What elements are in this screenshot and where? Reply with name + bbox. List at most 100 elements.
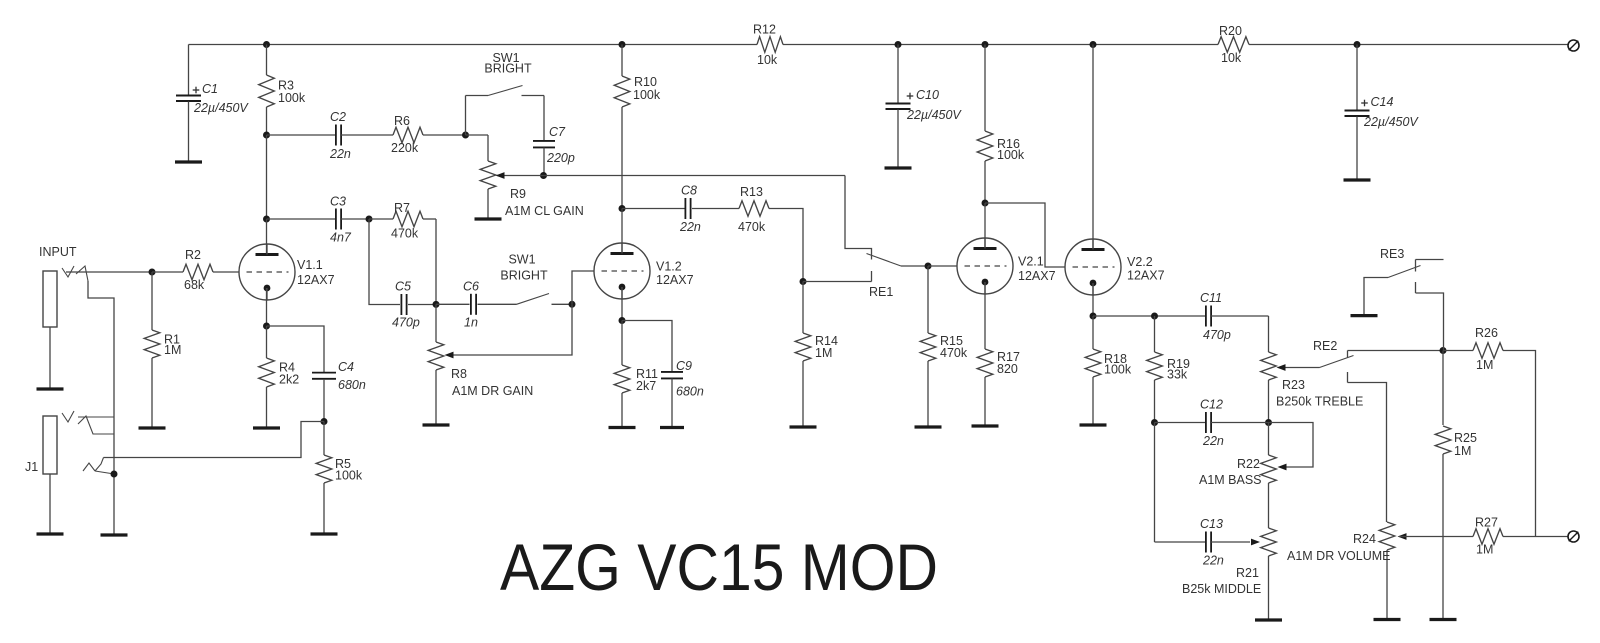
svg-text:12AX7: 12AX7	[1127, 269, 1165, 283]
svg-text:R25: R25	[1454, 431, 1477, 445]
svg-text:R22: R22	[1237, 457, 1260, 471]
svg-text:10k: 10k	[757, 53, 778, 67]
svg-text:33k: 33k	[1167, 368, 1188, 382]
svg-text:AZG VC15 MOD: AZG VC15 MOD	[500, 530, 938, 604]
svg-text:470k: 470k	[940, 346, 968, 360]
svg-text:R19: R19	[1167, 357, 1190, 371]
svg-text:68k: 68k	[184, 278, 205, 292]
svg-text:C9: C9	[676, 359, 692, 373]
svg-text:100k: 100k	[1104, 363, 1132, 377]
svg-text:680n: 680n	[676, 385, 704, 399]
svg-text:C2: C2	[330, 110, 346, 124]
svg-text:470k: 470k	[391, 227, 419, 241]
svg-text:680n: 680n	[338, 378, 366, 392]
svg-text:12AX7: 12AX7	[297, 273, 335, 287]
svg-text:C3: C3	[330, 195, 346, 209]
svg-text:R2: R2	[185, 248, 201, 262]
svg-text:C7: C7	[549, 125, 566, 139]
svg-text:C6: C6	[463, 280, 479, 294]
svg-text:R5: R5	[335, 457, 351, 471]
svg-text:R4: R4	[279, 361, 295, 375]
svg-text:22µ/450V: 22µ/450V	[906, 108, 962, 122]
svg-text:RE1: RE1	[869, 285, 893, 299]
svg-text:220k: 220k	[391, 141, 419, 155]
svg-text:1M: 1M	[164, 343, 181, 357]
svg-text:V2.1: V2.1	[1018, 255, 1044, 269]
svg-text:470p: 470p	[1203, 328, 1231, 342]
svg-text:220p: 220p	[546, 151, 575, 165]
svg-text:C12: C12	[1200, 398, 1223, 412]
svg-text:B250k TREBLE: B250k TREBLE	[1276, 395, 1363, 409]
svg-text:BRIGHT: BRIGHT	[500, 269, 548, 283]
svg-text:12AX7: 12AX7	[1018, 269, 1056, 283]
svg-text:22n: 22n	[329, 147, 351, 161]
svg-text:100k: 100k	[633, 88, 661, 102]
svg-text:V1.1: V1.1	[297, 258, 323, 272]
svg-text:1M: 1M	[815, 346, 832, 360]
svg-text:R9: R9	[510, 187, 526, 201]
svg-text:R15: R15	[940, 334, 963, 348]
svg-text:R6: R6	[394, 114, 410, 128]
svg-text:C10: C10	[916, 88, 939, 102]
svg-text:1M: 1M	[1476, 358, 1493, 372]
svg-text:C11: C11	[1200, 291, 1222, 305]
svg-text:B25k MIDDLE: B25k MIDDLE	[1182, 582, 1261, 596]
svg-text:INPUT: INPUT	[39, 245, 77, 259]
svg-text:SW1: SW1	[508, 253, 535, 267]
svg-text:R17: R17	[997, 350, 1020, 364]
svg-text:R21: R21	[1236, 566, 1259, 580]
svg-text:22µ/450V: 22µ/450V	[193, 101, 249, 115]
svg-text:A1M BASS: A1M BASS	[1199, 473, 1262, 487]
svg-text:470p: 470p	[392, 316, 420, 330]
svg-text:2k7: 2k7	[636, 379, 656, 393]
svg-text:R12: R12	[753, 23, 776, 37]
svg-text:V1.2: V1.2	[656, 260, 682, 274]
svg-text:R14: R14	[815, 334, 838, 348]
svg-text:100k: 100k	[278, 91, 306, 105]
svg-text:V2.2: V2.2	[1127, 255, 1153, 269]
svg-text:100k: 100k	[997, 148, 1025, 162]
svg-text:R27: R27	[1475, 516, 1498, 530]
svg-text:4n7: 4n7	[330, 231, 352, 245]
svg-text:C5: C5	[395, 280, 411, 294]
svg-text:BRIGHT: BRIGHT	[484, 62, 532, 76]
svg-text:J1: J1	[25, 460, 38, 474]
svg-text:22µ/450V: 22µ/450V	[1363, 115, 1419, 129]
svg-text:R10: R10	[634, 75, 657, 89]
svg-text:C14: C14	[1371, 95, 1394, 109]
svg-text:R26: R26	[1475, 326, 1498, 340]
svg-text:10k: 10k	[1221, 51, 1242, 65]
svg-text:R18: R18	[1104, 352, 1127, 366]
svg-text:R3: R3	[278, 79, 294, 93]
svg-text:22n: 22n	[1202, 554, 1224, 568]
svg-text:R8: R8	[451, 367, 467, 381]
svg-text:RE2: RE2	[1313, 339, 1337, 353]
svg-text:R23: R23	[1282, 378, 1305, 392]
svg-text:RE3: RE3	[1380, 247, 1404, 261]
svg-text:C8: C8	[681, 184, 697, 198]
svg-text:C13: C13	[1200, 517, 1223, 531]
svg-text:470k: 470k	[738, 220, 766, 234]
svg-text:R20: R20	[1219, 24, 1242, 38]
svg-text:R7: R7	[394, 201, 410, 215]
svg-text:820: 820	[997, 362, 1018, 376]
svg-text:C4: C4	[338, 360, 354, 374]
svg-text:100k: 100k	[335, 469, 363, 483]
svg-text:C1: C1	[202, 82, 218, 96]
svg-text:R24: R24	[1353, 532, 1376, 546]
svg-text:1M: 1M	[1454, 444, 1471, 458]
svg-text:R1: R1	[164, 333, 180, 347]
svg-text:A1M CL GAIN: A1M CL GAIN	[505, 204, 584, 218]
svg-text:A1M DR VOLUME: A1M DR VOLUME	[1287, 549, 1391, 563]
svg-text:R13: R13	[740, 185, 763, 199]
svg-text:2k2: 2k2	[279, 373, 299, 387]
svg-text:22n: 22n	[679, 220, 701, 234]
svg-text:R16: R16	[997, 137, 1020, 151]
svg-text:12AX7: 12AX7	[656, 273, 694, 287]
svg-text:22n: 22n	[1202, 434, 1224, 448]
svg-text:SW1: SW1	[492, 51, 519, 65]
svg-text:R11: R11	[636, 367, 658, 381]
svg-text:1n: 1n	[464, 316, 478, 330]
svg-text:1M: 1M	[1476, 543, 1493, 557]
svg-text:A1M DR GAIN: A1M DR GAIN	[452, 384, 533, 398]
